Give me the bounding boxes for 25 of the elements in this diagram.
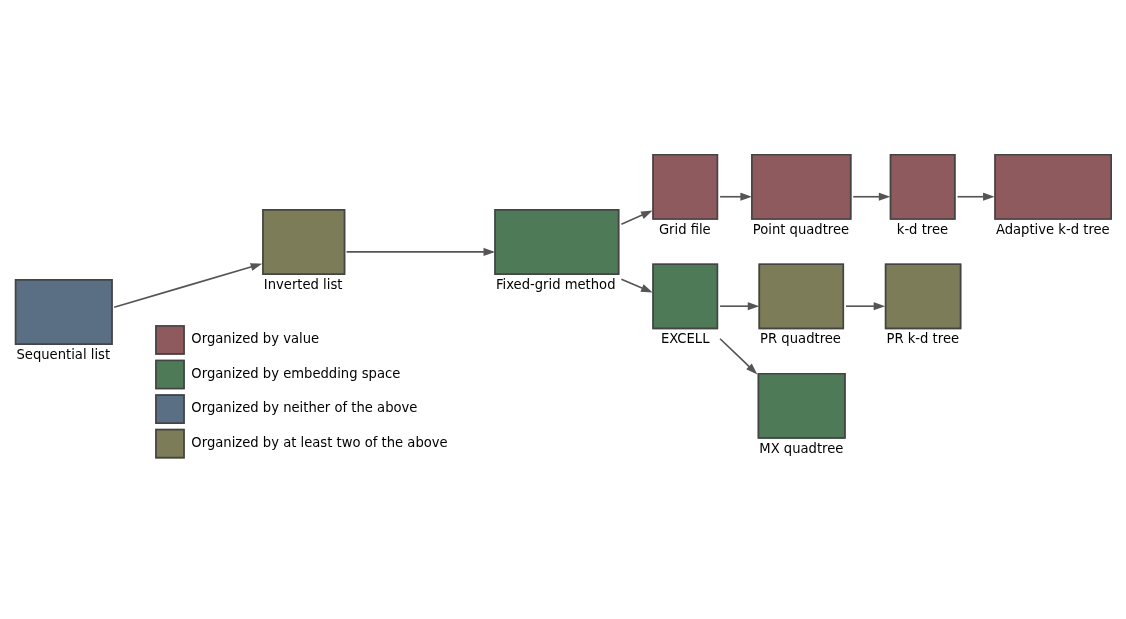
node-label: Point quadtree	[752, 221, 850, 237]
node-label: Inverted list	[263, 276, 343, 292]
arrow	[852, 192, 891, 201]
arrow	[113, 263, 263, 308]
node-label: PR k-d tree	[886, 331, 960, 347]
node-label: Grid file	[658, 221, 711, 237]
arrow	[345, 247, 496, 256]
node-label: k-d tree	[896, 221, 949, 237]
legend-label: Organized by neither of the above	[191, 400, 418, 416]
node-label: MX quadtree	[759, 440, 844, 456]
arrow	[719, 302, 760, 311]
node-label: Adaptive k-d tree	[995, 221, 1110, 237]
arrow	[719, 192, 752, 201]
node-label: Sequential list	[16, 346, 111, 362]
arrow	[620, 210, 653, 225]
legend-label: Organized by value	[191, 331, 320, 347]
arrow	[620, 278, 653, 293]
arrow	[956, 192, 995, 201]
node-label: PR quadtree	[760, 331, 841, 347]
arrow	[719, 337, 758, 375]
legend-label: Organized by at least two of the above	[191, 434, 448, 450]
node-label: Fixed-grid method	[495, 276, 616, 292]
legend-label: Organized by embedding space	[191, 365, 401, 381]
node-label: EXCELL	[660, 331, 710, 347]
arrow	[845, 302, 886, 311]
